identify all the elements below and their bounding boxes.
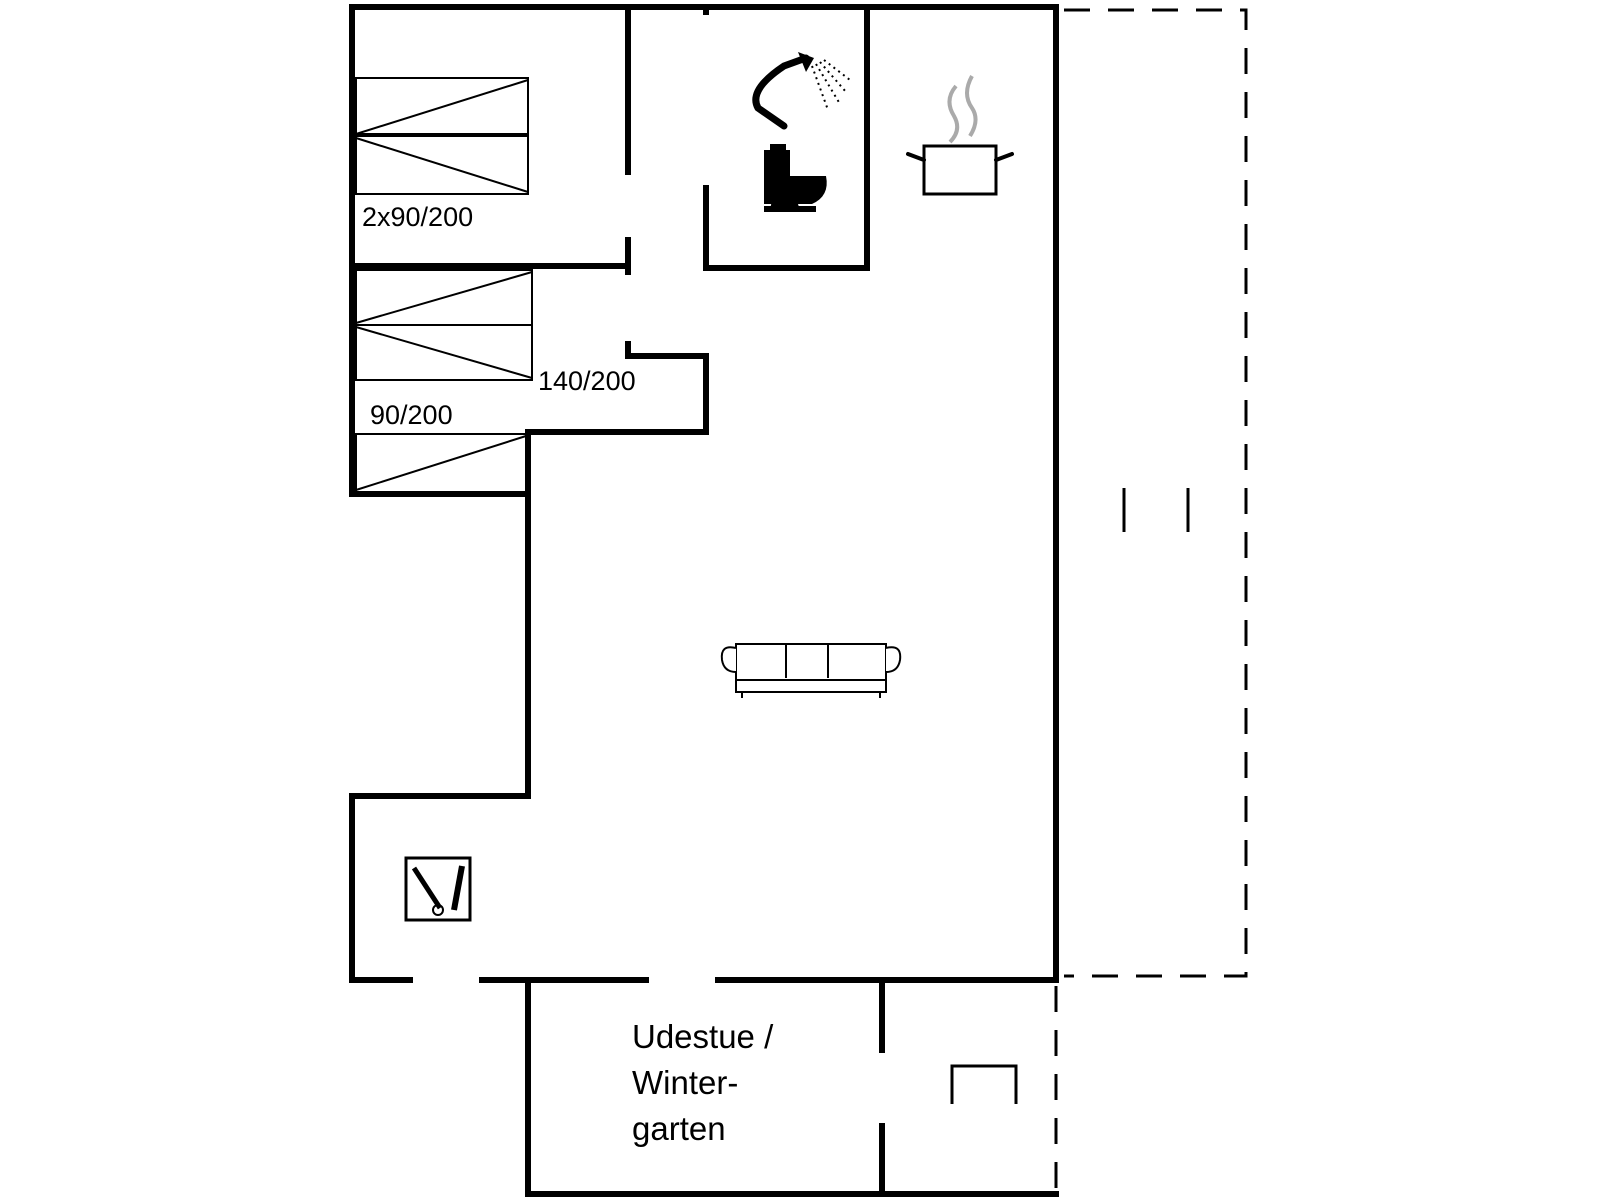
bed-label-double: 140/200 — [538, 366, 636, 396]
interior-walls — [349, 4, 870, 497]
sunroom-label-1: Udestue / — [632, 1018, 774, 1055]
bed-label-twin: 2x90/200 — [362, 202, 473, 232]
sofa-icon — [720, 643, 902, 698]
shower-icon — [752, 52, 851, 130]
toilet-icon — [764, 144, 827, 212]
cooking-pot-icon — [906, 75, 1014, 196]
outer-walls — [349, 4, 1059, 1197]
bed-twin-top — [355, 77, 529, 195]
sunroom-label-3: garten — [632, 1110, 726, 1147]
terrace-outline — [890, 8, 1248, 1196]
sunroom-label-2: Winter- — [632, 1064, 738, 1101]
washing-machine-icon — [404, 856, 472, 922]
stair-step — [950, 1064, 1018, 1104]
bed-double — [355, 269, 533, 381]
bed-label-single: 90/200 — [370, 400, 453, 430]
bed-single — [355, 433, 527, 493]
